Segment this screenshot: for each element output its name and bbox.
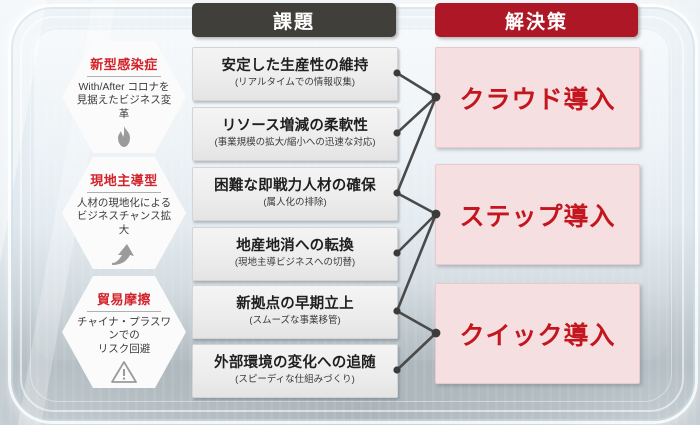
issue-title: 新拠点の早期立上 — [236, 296, 354, 313]
category-divider — [87, 76, 161, 77]
category-hexagon-infection[interactable]: 新型感染症 With/After コロナを 見据えたビジネス変革 — [62, 41, 186, 153]
issue-title: リソース増減の柔軟性 — [221, 118, 369, 135]
category-desc-line-1: 人材の現地化による — [76, 197, 172, 209]
category-divider — [87, 311, 161, 312]
issue-box[interactable]: 安定した生産性の維持 (リアルタイムでの情報収集) — [192, 47, 398, 101]
issue-subtitle: (属人化の排除) — [263, 197, 327, 209]
issue-box[interactable]: 困難な即戦力人材の確保 (属人化の排除) — [192, 167, 398, 221]
category-divider — [87, 192, 161, 193]
solution-box-step[interactable]: ステップ導入 — [435, 164, 640, 265]
solution-label: クイック導入 — [459, 321, 616, 350]
issue-subtitle: (現地主導ビジネスへの切替) — [234, 257, 356, 269]
issue-subtitle: (事業規模の拡大/縮小への迅速な対応) — [214, 137, 376, 149]
solution-box-cloud[interactable]: クラウド導入 — [435, 47, 640, 148]
issue-box[interactable]: 新拠点の早期立上 (スムーズな事業移管) — [192, 285, 398, 339]
issue-title: 地産地消への転換 — [236, 238, 354, 255]
solution-label: ステップ導入 — [459, 202, 616, 231]
category-desc-line-1: With/After コロナを — [78, 81, 170, 93]
warning-triangle-icon — [62, 359, 186, 385]
column-header-solution: 解決策 — [435, 3, 638, 37]
column-header-issue-label: 課題 — [272, 11, 315, 33]
category-title: 新型感染症 — [90, 57, 158, 72]
issue-subtitle: (スピーディな仕組みづくり) — [235, 374, 355, 386]
category-desc-line-2: リスク回避 — [97, 342, 151, 355]
category-title: 現地主導型 — [90, 173, 158, 188]
solution-label: クラウド導入 — [459, 85, 616, 114]
issue-title: 外部環境の変化への追随 — [214, 355, 376, 372]
issue-subtitle: (スムーズな事業移管) — [249, 315, 341, 327]
up-arrow-icon — [62, 240, 186, 266]
category-title: 貿易摩擦 — [96, 292, 151, 307]
issue-box[interactable]: 外部環境の変化への追随 (スピーディな仕組みづくり) — [192, 344, 398, 398]
issue-subtitle: (リアルタイムでの情報収集) — [234, 77, 356, 89]
column-header-issue: 課題 — [192, 3, 396, 37]
issue-box[interactable]: リソース増減の柔軟性 (事業規模の拡大/縮小への迅速な対応) — [192, 107, 398, 161]
category-desc-line-2: ビジネスチャンス拡大 — [76, 210, 172, 236]
solution-box-quick[interactable]: クイック導入 — [435, 283, 640, 384]
issue-title: 困難な即戦力人材の確保 — [214, 178, 376, 195]
category-hexagon-local-led[interactable]: 現地主導型 人材の現地化による ビジネスチャンス拡大 — [62, 157, 186, 269]
category-desc-line-2: 見据えたビジネス変革 — [76, 94, 172, 120]
flame-icon — [62, 124, 186, 150]
category-desc-line-1: チャイナ・プラスワンでの — [77, 316, 171, 342]
issue-title: 安定した生産性の維持 — [221, 58, 369, 75]
column-header-solution-label: 解決策 — [504, 11, 568, 33]
issue-box[interactable]: 地産地消への転換 (現地主導ビジネスへの切替) — [192, 227, 398, 281]
